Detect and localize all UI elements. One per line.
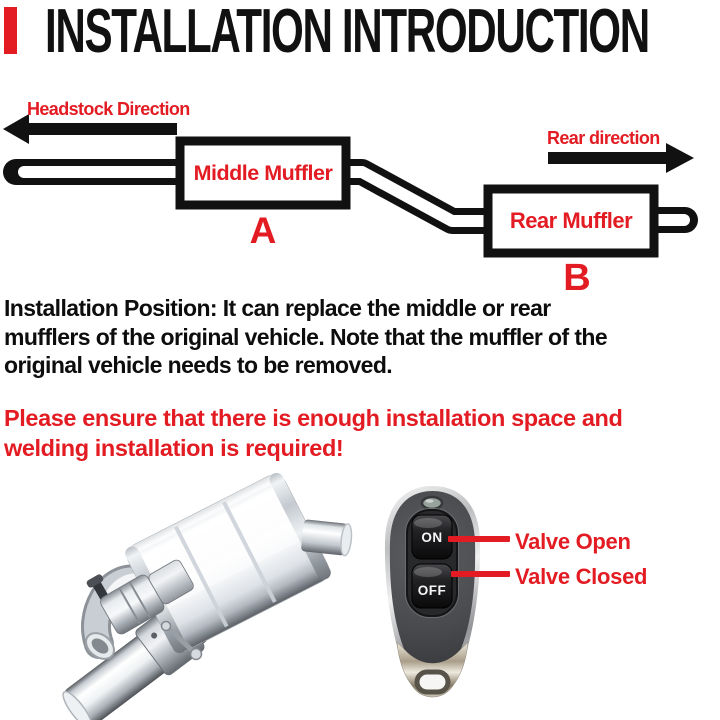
led-indicator bbox=[420, 495, 444, 511]
off-button-label: OFF bbox=[418, 583, 447, 598]
muffler-top-highlight bbox=[127, 473, 279, 556]
muffler-right-rim bbox=[269, 472, 331, 580]
outlet-opening bbox=[340, 523, 353, 557]
elbow-opening-bore bbox=[91, 638, 109, 654]
elbow-opening bbox=[85, 632, 115, 660]
button-well-highlight bbox=[405, 508, 459, 618]
outlet-tube bbox=[301, 519, 348, 556]
note-line: mufflers of the original vehicle. Note t… bbox=[4, 323, 608, 350]
actuator-stud bbox=[92, 581, 109, 600]
muffler-seam-lines bbox=[174, 501, 277, 628]
installation-position-note: Installation Position: It can replace th… bbox=[4, 294, 608, 380]
exhaust-layout-diagram: Middle Muffler Rear Muffler A B Headstoc… bbox=[3, 99, 698, 299]
rear-muffler-label: Rear Muffler bbox=[510, 208, 633, 233]
rear-muffler-letter: B bbox=[563, 257, 590, 299]
note-line: Please ensure that there is enough insta… bbox=[4, 405, 623, 431]
valve-actuator bbox=[86, 559, 194, 635]
muffler-photo bbox=[62, 472, 353, 720]
remote-control: ON OFF bbox=[384, 486, 481, 698]
page-title: INSTALLATION INTRODUCTION bbox=[45, 0, 650, 66]
actuator-gearbox bbox=[148, 559, 194, 605]
actuator-stud-cap bbox=[86, 574, 104, 588]
product-photo-section: ON OFF Valve Open Valve Closed bbox=[62, 472, 647, 720]
inlet-pipe-opening bbox=[62, 690, 93, 720]
muffler-outlet-pipe bbox=[301, 519, 353, 557]
linkage-joint bbox=[160, 620, 172, 632]
on-button-gloss bbox=[414, 518, 442, 528]
middle-muffler-box bbox=[175, 136, 351, 210]
note-line: welding installation is required! bbox=[4, 435, 344, 461]
installation-warning-note: Please ensure that there is enough insta… bbox=[4, 403, 623, 463]
note-line: original vehicle needs to be removed. bbox=[4, 352, 393, 378]
off-button bbox=[411, 563, 453, 609]
middle-muffler-letter: A bbox=[250, 210, 277, 251]
valve-linkage-rod bbox=[163, 623, 199, 657]
actuator-bands bbox=[118, 582, 151, 624]
linkage-joint bbox=[189, 647, 203, 661]
rear-arrow-right-icon bbox=[548, 143, 694, 173]
valve-closed-label: Valve Closed bbox=[515, 564, 647, 589]
rear-direction-label: Rear direction bbox=[547, 128, 660, 148]
valve-open-label: Valve Open bbox=[515, 529, 631, 554]
valve-closed-callout-line bbox=[451, 571, 510, 577]
middle-muffler-label: Middle Muffler bbox=[194, 161, 334, 185]
off-button-gloss bbox=[414, 567, 442, 577]
clamp-bolt bbox=[151, 632, 158, 639]
valve-open-callout-line bbox=[448, 536, 510, 542]
title-accent-bar bbox=[4, 7, 17, 54]
on-button-label: ON bbox=[421, 530, 442, 545]
headstock-arrow-left-icon bbox=[3, 114, 177, 144]
keyring-hole bbox=[414, 669, 451, 695]
headstock-direction-label: Headstock Direction bbox=[27, 99, 190, 119]
led-glint bbox=[425, 499, 434, 503]
connecting-pipe-bore bbox=[340, 166, 490, 227]
rear-muffler-box bbox=[483, 184, 659, 258]
note-line: Installation Position: It can replace th… bbox=[4, 295, 551, 321]
